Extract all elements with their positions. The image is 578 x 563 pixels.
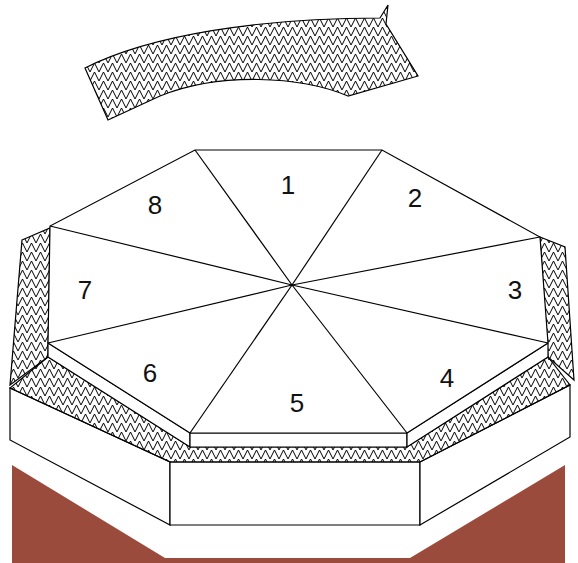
segment-number: 7 [78, 277, 92, 303]
hatched-wall-left [10, 228, 50, 385]
segment-number: 6 [143, 360, 157, 386]
curved-strip [85, 5, 418, 120]
segment-number: 2 [408, 185, 422, 211]
top-layer [48, 150, 548, 447]
segment-number: 5 [290, 390, 304, 416]
segment-number: 3 [508, 277, 522, 303]
segment-number: 8 [148, 192, 162, 218]
segment-number: 4 [440, 365, 454, 391]
segment-lines [48, 150, 548, 433]
segment-number: 1 [281, 172, 295, 198]
